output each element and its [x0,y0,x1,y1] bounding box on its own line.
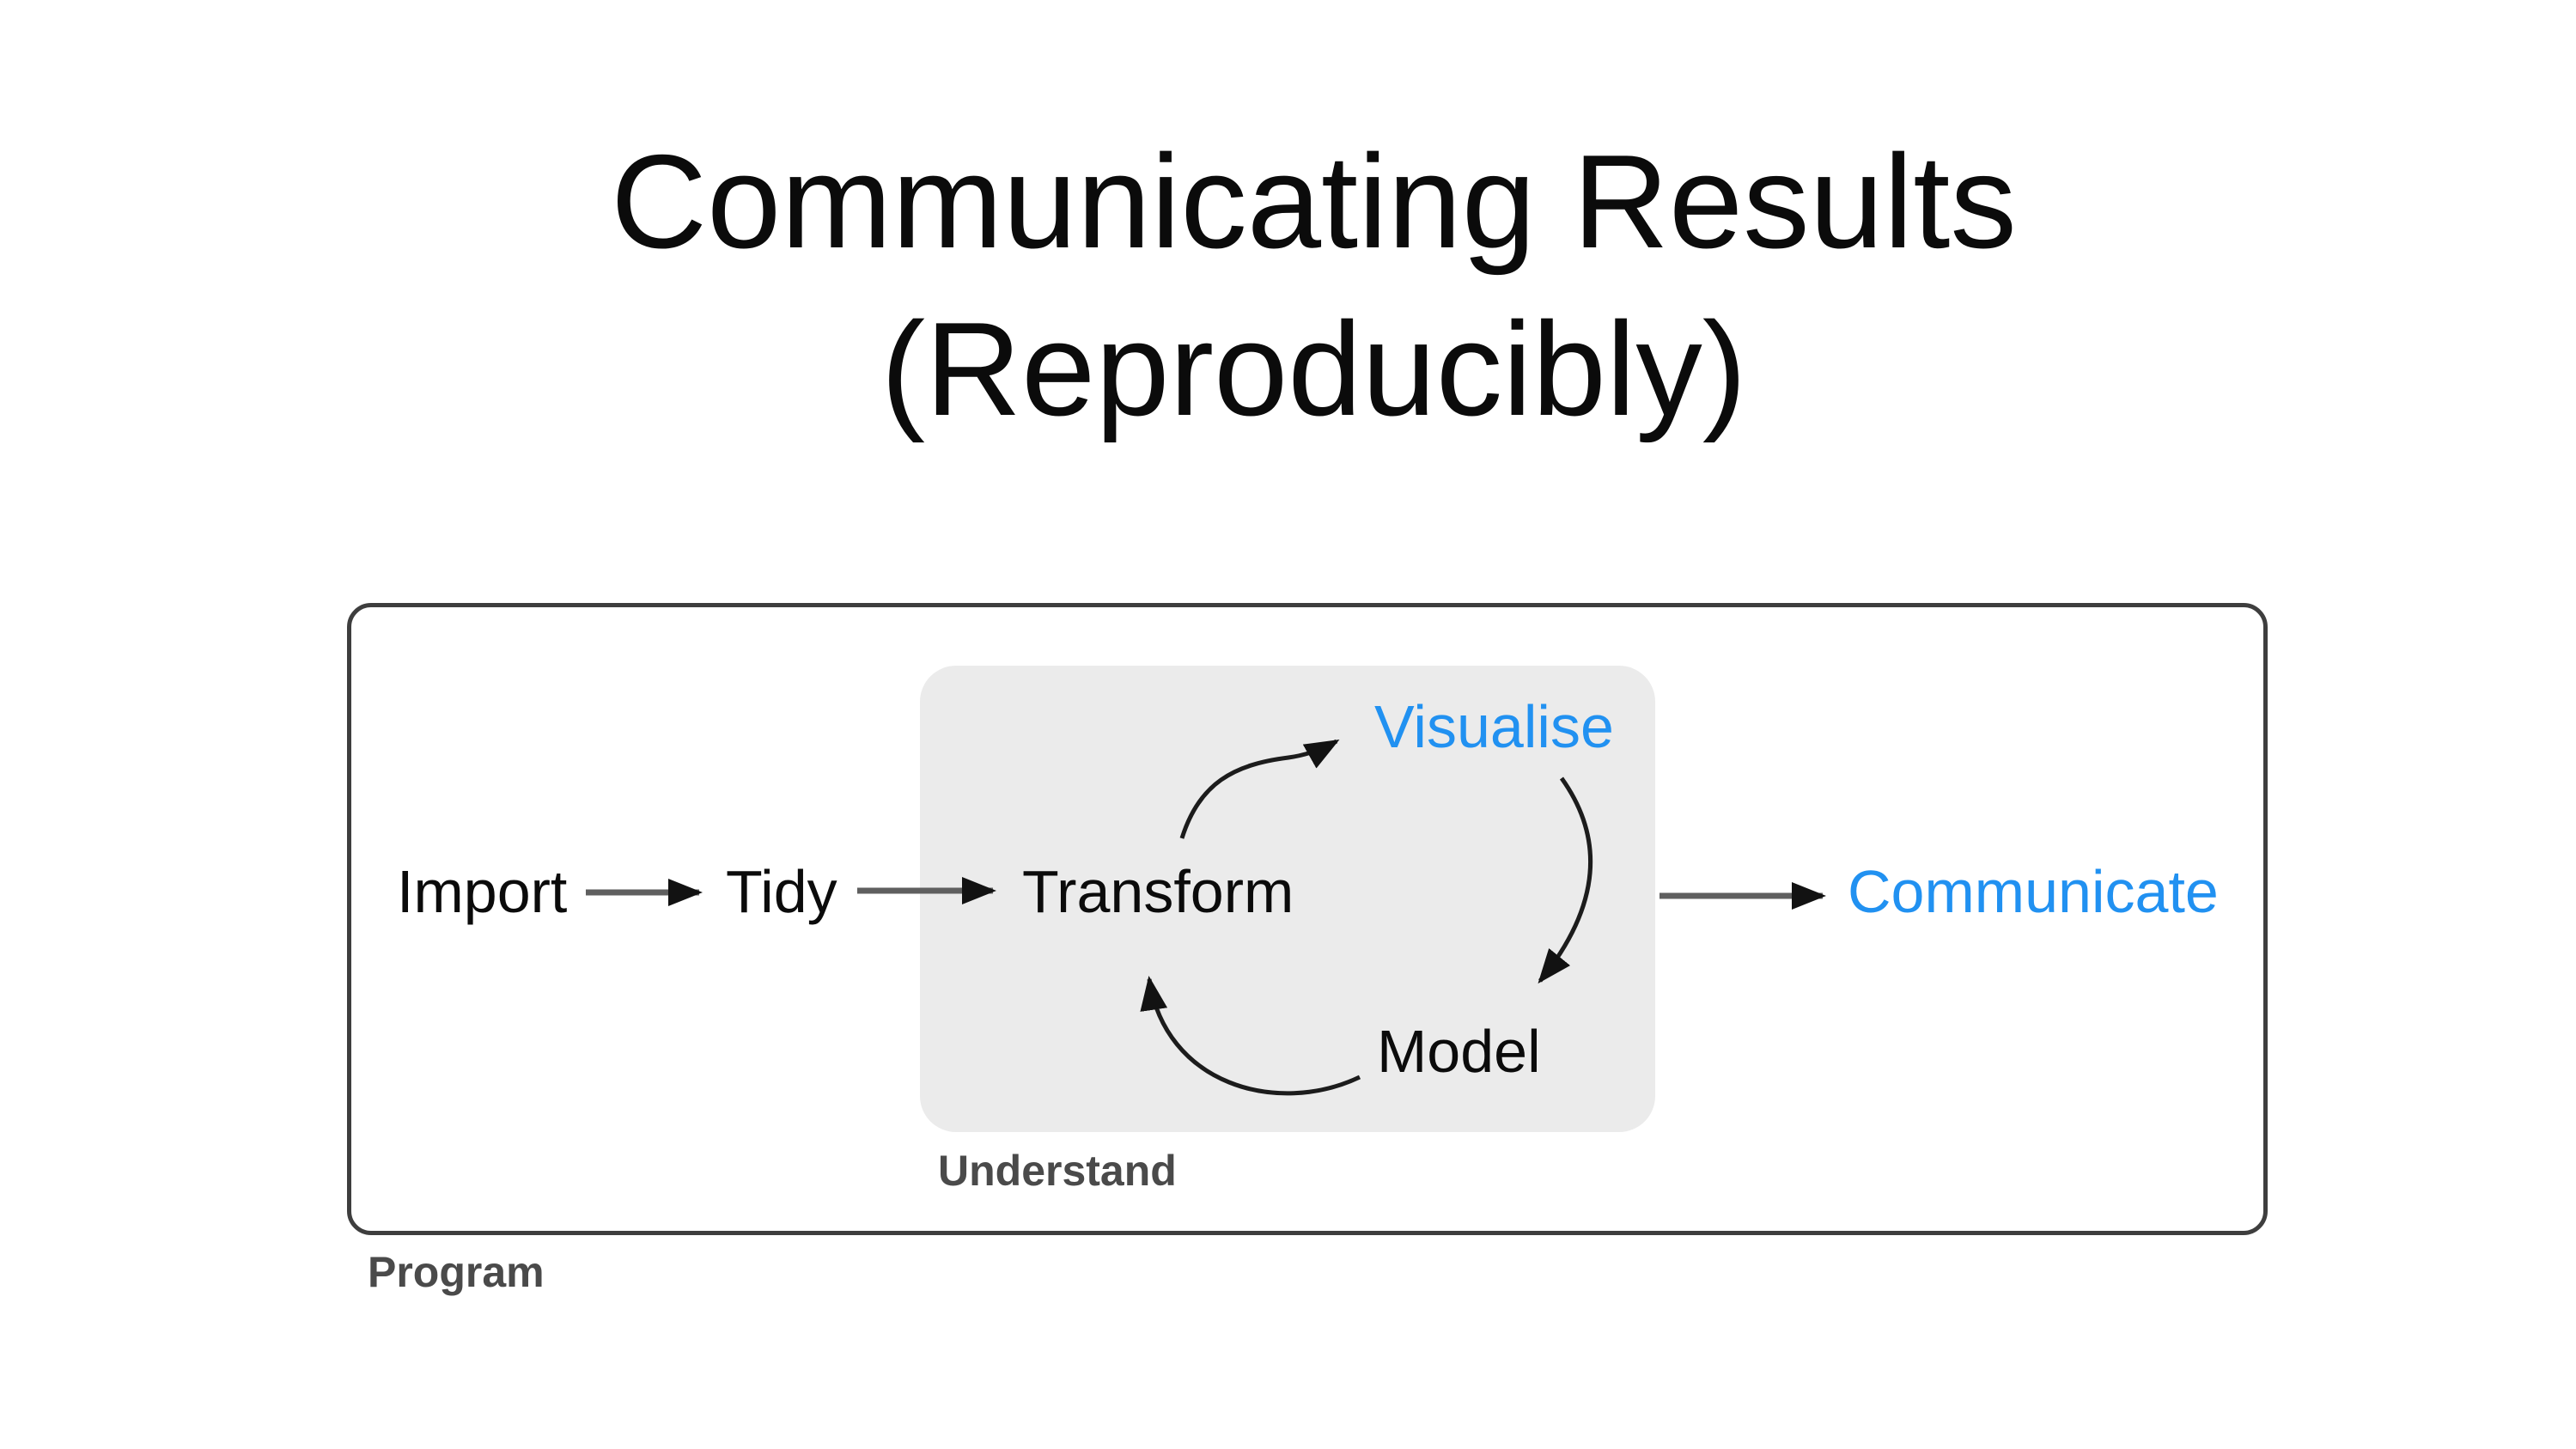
node-communicate: Communicate [1848,858,2219,925]
node-tidy: Tidy [726,858,837,925]
title-line-1: Communicating Results [611,127,2017,276]
slide-title: Communicating Results (Reproducibly) [26,118,2576,453]
program-label: Program [368,1248,545,1296]
node-transform: Transform [1022,858,1294,925]
title-line-2: (Reproducibly) [880,295,1747,443]
understand-label: Understand [938,1147,1177,1195]
program-box [347,603,2268,1235]
node-visualise: Visualise [1374,693,1614,760]
node-import: Import [397,858,568,925]
node-model: Model [1377,1018,1541,1085]
